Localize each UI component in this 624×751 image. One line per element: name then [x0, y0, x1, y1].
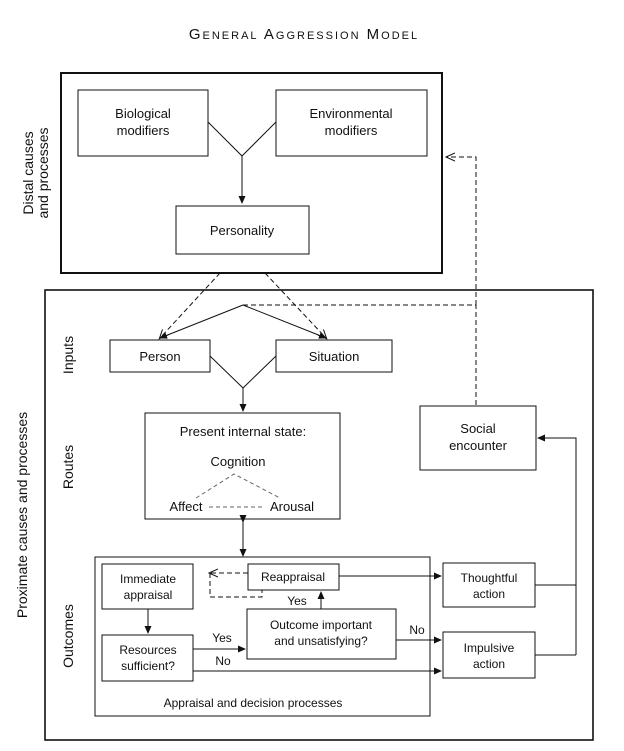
immediate-appraisal-box: [101, 563, 194, 610]
thoughtful-line-1: Thoughtful: [461, 571, 518, 585]
situation-label: Situation: [309, 349, 360, 364]
resources-line-1: Resources: [119, 643, 176, 657]
reappraisal-label: Reappraisal: [261, 570, 325, 584]
arousal-label: Arousal: [270, 499, 314, 514]
distal-frame: [60, 72, 443, 274]
resources-sufficient-box: [101, 634, 194, 682]
resources-line-2: sufficient?: [121, 659, 175, 673]
thoughtful-line-2: action: [473, 587, 505, 601]
immediate-appraisal-line-2: appraisal: [124, 588, 173, 602]
social-encounter-line-2: encounter: [449, 438, 507, 453]
appraisal-processes-label: Appraisal and decision processes: [164, 696, 343, 710]
reappraisal-box: [247, 563, 340, 591]
distal-label-2: and processes: [35, 127, 51, 218]
feedback-to-distal-dashed-arrow: [447, 157, 477, 305]
impulsive-line-2: action: [473, 657, 505, 671]
cognition-triangle-edges: [195, 473, 281, 499]
biological-line-1: Biological: [115, 106, 171, 121]
person-label: Person: [139, 349, 180, 364]
no-mid-label: No: [215, 654, 231, 668]
yes-top-label: Yes: [287, 594, 307, 608]
outcomes-label: Outcomes: [60, 604, 76, 668]
social-encounter-line-1: Social: [460, 421, 496, 436]
immediate-appraisal-line-1: Immediate: [120, 572, 176, 586]
actions-to-social-encounter-arrow: [537, 434, 577, 655]
personality-label: Personality: [210, 223, 275, 238]
inputs-merge-connector: [209, 355, 277, 389]
distal-label-1: Distal causes: [20, 131, 36, 214]
internal-state-title: Present internal state:: [180, 424, 306, 439]
internal-state-box: [144, 412, 341, 520]
personality-to-person-dashed-arrow: [160, 272, 221, 338]
impulsive-line-1: Impulsive: [464, 641, 515, 655]
environmental-line-2: modifiers: [325, 123, 378, 138]
environmental-line-1: Environmental: [309, 106, 392, 121]
biological-line-2: modifiers: [117, 123, 170, 138]
personality-box: [175, 205, 310, 255]
feedback-to-person-arrow: [159, 304, 244, 339]
outcome-question-box: [246, 608, 397, 660]
thoughtful-action-box: [442, 562, 536, 608]
feedback-to-situation-arrow: [242, 304, 327, 339]
proximate-frame: [44, 289, 594, 741]
outcome-question-line-1: Outcome important: [270, 618, 373, 632]
proximate-label: Proximate causes and processes: [14, 412, 30, 618]
reappraisal-loop-path: [209, 573, 263, 598]
inputs-label: Inputs: [60, 336, 76, 374]
environmental-modifiers-box: [275, 89, 428, 157]
routes-label: Routes: [60, 445, 76, 489]
yes-mid-label: Yes: [212, 631, 232, 645]
biological-modifiers-box: [77, 89, 209, 157]
diagram-title: General Aggression Model: [189, 26, 419, 43]
social-encounter-box: [419, 405, 537, 471]
impulsive-action-box: [442, 631, 536, 679]
outcome-question-line-2: and unsatisfying?: [274, 634, 368, 648]
no-right-label: No: [409, 623, 425, 637]
affect-label: Affect: [169, 499, 202, 514]
situation-box: [275, 339, 393, 373]
modifiers-merge-connector: [207, 121, 277, 157]
cognition-label: Cognition: [211, 454, 266, 469]
